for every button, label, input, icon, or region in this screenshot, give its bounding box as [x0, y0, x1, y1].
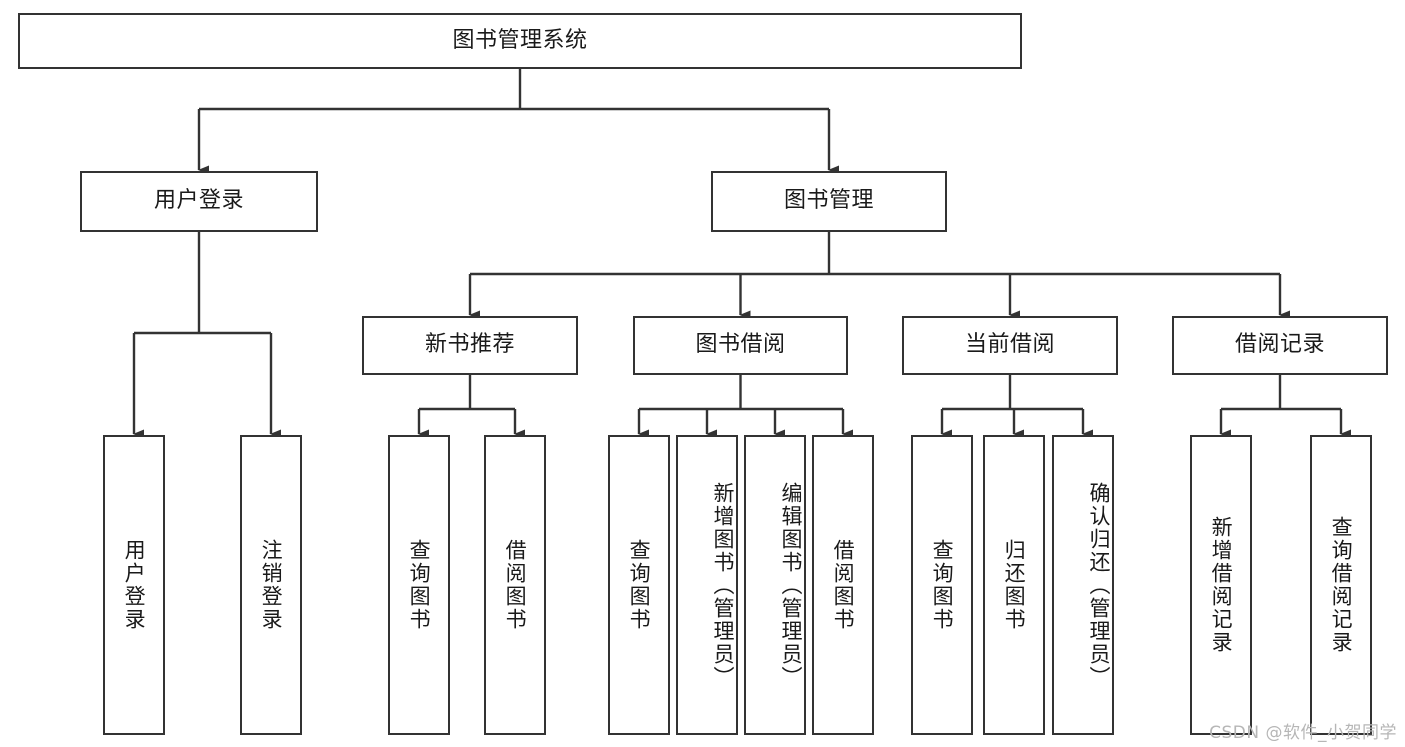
leaf-edit-book-admin[interactable]: 编辑图书（管理员）	[744, 435, 806, 735]
leaf-query-book-3[interactable]: 查询图书	[911, 435, 973, 735]
node-label: 新书推荐	[424, 332, 515, 358]
node-borrow-record[interactable]: 借阅记录	[1172, 316, 1388, 375]
leaf-borrow-book-1[interactable]: 借阅图书	[484, 435, 546, 735]
node-label: 图书借阅	[695, 332, 786, 358]
node-label: 查询图书	[930, 539, 955, 631]
csdn-watermark: CSDN @软件_小贺同学	[1209, 723, 1397, 743]
leaf-add-book-admin[interactable]: 新增图书（管理员）	[676, 435, 738, 735]
node-label: 确认归还（管理员）	[1087, 481, 1111, 689]
node-current-borrowing[interactable]: 当前借阅	[902, 316, 1118, 375]
node-label: 借阅图书	[831, 539, 856, 631]
node-label: 归还图书	[1002, 539, 1027, 631]
node-label: 图书管理系统	[452, 27, 588, 53]
node-label: 查询图书	[407, 539, 432, 631]
node-book-borrowing[interactable]: 图书借阅	[633, 316, 848, 375]
leaf-query-borrow-record[interactable]: 查询借阅记录	[1310, 435, 1372, 735]
leaf-user-logout[interactable]: 注销登录	[240, 435, 302, 735]
node-label: 查询借阅记录	[1329, 516, 1354, 654]
node-label: 新增图书（管理员）	[711, 481, 735, 689]
node-label: 用户登录	[153, 188, 244, 214]
node-label: 当前借阅	[964, 332, 1055, 358]
leaf-query-book-2[interactable]: 查询图书	[608, 435, 670, 735]
leaf-user-login[interactable]: 用户登录	[103, 435, 165, 735]
leaf-borrow-book-2[interactable]: 借阅图书	[812, 435, 874, 735]
edges-group	[132, 69, 1351, 439]
leaf-return-book[interactable]: 归还图书	[983, 435, 1045, 735]
node-label: 借阅图书	[503, 539, 528, 631]
leaf-query-book-1[interactable]: 查询图书	[388, 435, 450, 735]
node-label: 图书管理	[783, 188, 874, 214]
node-label: 用户登录	[122, 539, 147, 631]
node-new-book-recommendation[interactable]: 新书推荐	[362, 316, 578, 375]
node-root-system[interactable]: 图书管理系统	[18, 13, 1022, 69]
node-label: 编辑图书（管理员）	[779, 481, 803, 689]
node-user-login[interactable]: 用户登录	[80, 171, 318, 232]
node-label: 借阅记录	[1234, 332, 1325, 358]
node-label: 注销登录	[259, 539, 284, 631]
node-label: 新增借阅记录	[1209, 516, 1234, 654]
node-label: 查询图书	[627, 539, 652, 631]
leaf-add-borrow-record[interactable]: 新增借阅记录	[1190, 435, 1252, 735]
node-book-management[interactable]: 图书管理	[711, 171, 947, 232]
leaf-confirm-return-admin[interactable]: 确认归还（管理员）	[1052, 435, 1114, 735]
